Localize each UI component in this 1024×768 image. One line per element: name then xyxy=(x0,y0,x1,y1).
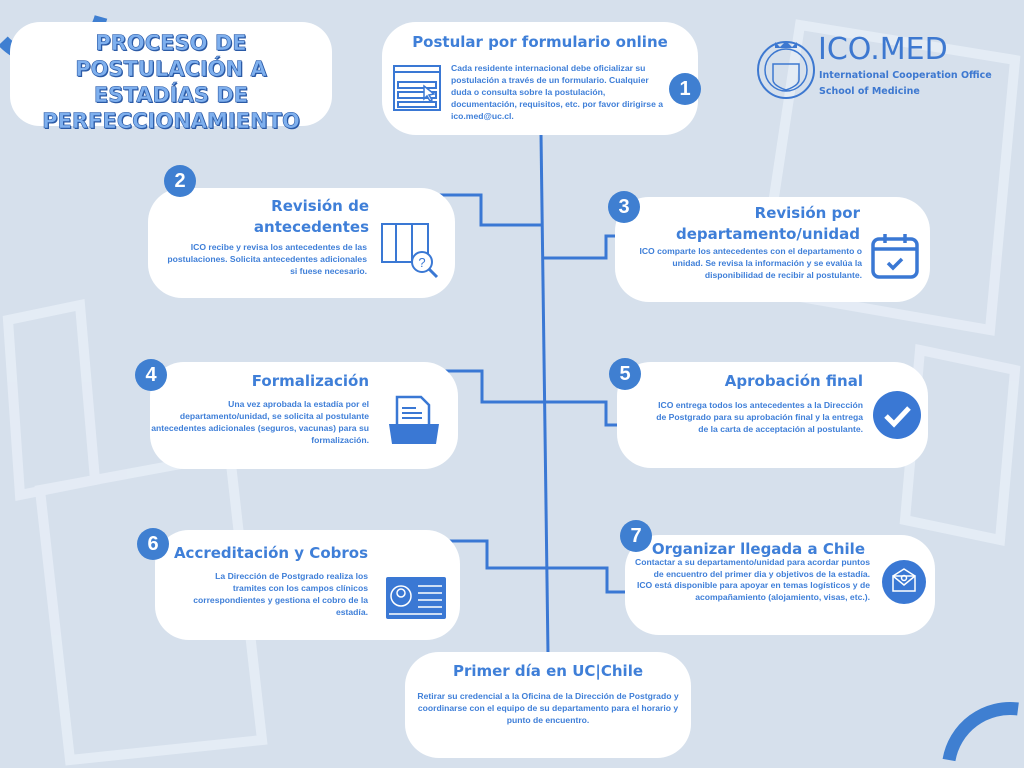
title-card: PROCESO DE POSTULACIÓN A ESTADÍAS DE PER… xyxy=(10,22,332,133)
step-number-badge: 5 xyxy=(609,358,641,390)
step-description: Cada residente internacional debe oficia… xyxy=(451,63,664,121)
logo-line2: School of Medicine xyxy=(819,86,920,97)
step-title: Organizar llegada a Chile xyxy=(651,540,865,558)
step-number-badge: 7 xyxy=(620,520,652,552)
check-circle-icon xyxy=(873,391,921,439)
step-description-part: Contactar a su departamento/unidad para … xyxy=(635,557,870,579)
step-number-badge: 3 xyxy=(608,191,640,223)
step-description: La Dirección de Postgrado realiza los tr… xyxy=(193,571,368,617)
step-card-3: Revisión por departamento/unidad ICO com… xyxy=(615,197,930,302)
step-card-final: Primer día en UC|Chile Retirar su creden… xyxy=(405,652,691,758)
step-title: Postular por formulario online xyxy=(412,33,668,51)
step-title: Aprobación final xyxy=(724,372,863,390)
step-description: Retirar su credencial a la Oficina de la… xyxy=(417,691,679,725)
step-card-1: Postular por formulario online Cada resi… xyxy=(382,22,698,135)
step-title: Revisión de antecedentes xyxy=(253,197,369,236)
step-number-badge: 4 xyxy=(135,359,167,391)
step-card-7: Organizar llegada a Chile Contactar a su… xyxy=(625,535,935,635)
title-line: POSTULACIÓN A xyxy=(75,57,267,82)
web-form-icon xyxy=(393,65,441,111)
step-title: Revisión por departamento/unidad xyxy=(676,204,860,243)
page-title: PROCESO DE POSTULACIÓN A ESTADÍAS DE PER… xyxy=(10,30,332,134)
document-outline-decoration xyxy=(34,449,268,766)
timeline-spine xyxy=(539,133,550,655)
step-number-badge: 2 xyxy=(164,165,196,197)
envelope-icon xyxy=(882,560,926,604)
step-description: ICO recibe y revisa los antecedentes de … xyxy=(167,242,367,276)
step-card-5: Aprobación final ICO entrega todos los a… xyxy=(617,362,928,468)
arc-decoration xyxy=(942,702,1019,762)
svg-text:?: ? xyxy=(418,255,425,270)
checklist-search-icon: ? xyxy=(381,223,439,279)
logo-line1: International Cooperation Office xyxy=(819,70,992,81)
folder-document-icon xyxy=(389,395,439,444)
title-line: ESTADÍAS DE xyxy=(93,83,249,108)
step-number-badge: 1 xyxy=(669,73,701,105)
title-line: PROCESO DE xyxy=(95,31,247,56)
step-number-badge: 6 xyxy=(137,528,169,560)
step-description: Una vez aprobada la estadía por el depar… xyxy=(151,399,369,445)
id-card-icon xyxy=(386,577,446,619)
step-description: ICO entrega todos los antecedentes a la … xyxy=(656,400,863,434)
step-card-2: Revisión de antecedentes ICO recibe y re… xyxy=(148,188,455,298)
step-title: Accreditación y Cobros xyxy=(173,544,368,562)
logo-name: ICO.MED xyxy=(818,32,948,67)
step-description: ICO comparte los antecedentes con el dep… xyxy=(639,246,862,280)
step-description-part: ICO está disponible para apoyar en temas… xyxy=(636,580,870,602)
step-card-6: Accreditación y Cobros La Dirección de P… xyxy=(155,530,460,640)
step-description: Contactar a su departamento/unidad para … xyxy=(635,557,870,603)
calendar-check-icon xyxy=(871,234,919,279)
university-seal-icon xyxy=(757,41,815,99)
title-line: PERFECCIONAMIENTO xyxy=(42,109,300,134)
step-title: Primer día en UC|Chile xyxy=(452,662,644,680)
step-title: Formalización xyxy=(251,372,369,390)
step-card-4: Formalización Una vez aprobada la estadí… xyxy=(150,362,458,469)
